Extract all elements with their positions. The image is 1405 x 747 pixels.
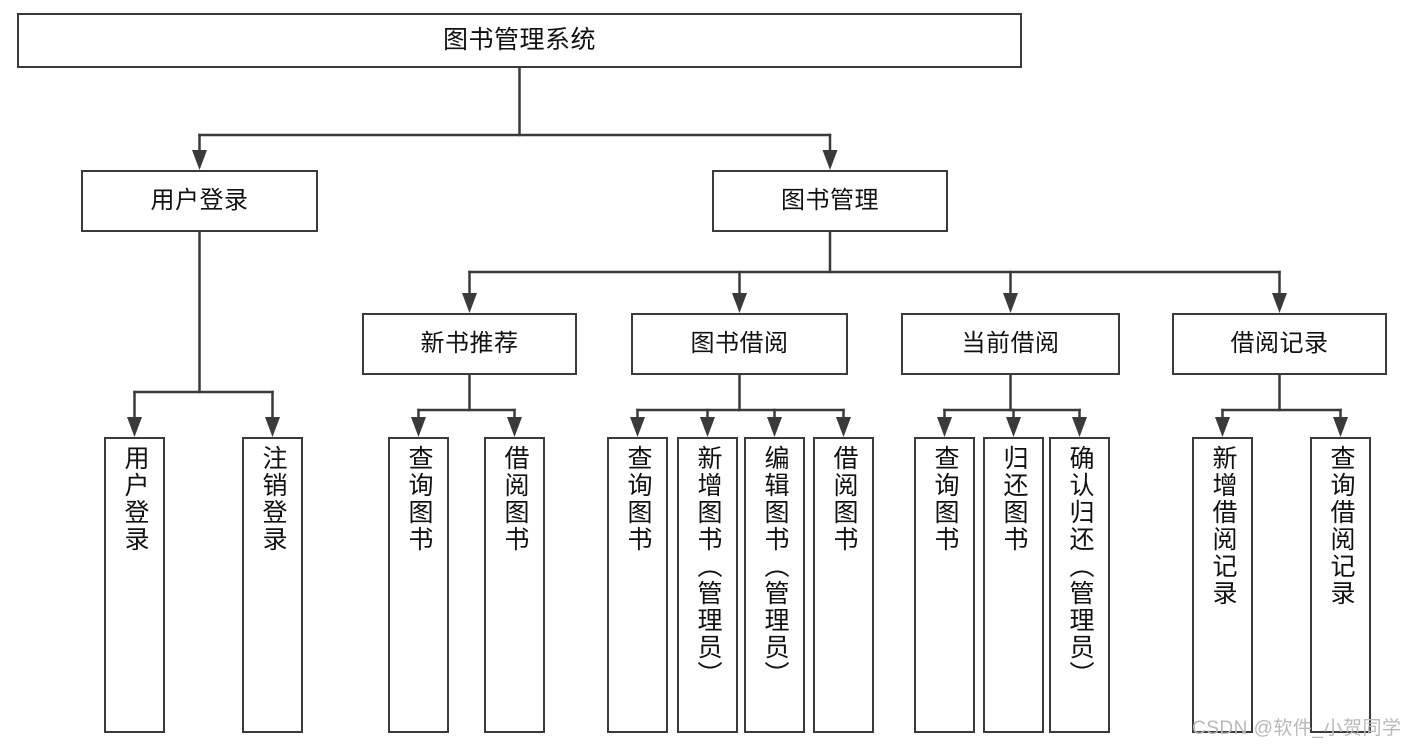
node-leaf-add-record[interactable]: 新增借阅记录 xyxy=(1192,437,1253,733)
arrow-head-icon xyxy=(462,293,477,313)
node-label: 注销登录 xyxy=(259,445,287,553)
node-book-manage[interactable]: 图书管理 xyxy=(712,170,948,232)
arrow-head-icon xyxy=(1003,293,1018,313)
node-leaf-confirm-return[interactable]: 确认归还（管理员） xyxy=(1049,437,1110,733)
arrow-head-icon xyxy=(822,150,838,170)
node-leaf-query-book-3[interactable]: 查询图书 xyxy=(914,437,975,733)
arrow-head-icon xyxy=(700,417,715,437)
node-label: 图书借阅 xyxy=(690,329,789,357)
node-leaf-return-book[interactable]: 归还图书 xyxy=(983,437,1044,733)
node-current-borrow[interactable]: 当前借阅 xyxy=(901,313,1120,375)
node-label: 编辑图书（管理员） xyxy=(761,445,789,688)
node-leaf-borrow-book-2[interactable]: 借阅图书 xyxy=(813,437,874,733)
node-label: 用户登录 xyxy=(121,445,149,553)
arrow-head-icon xyxy=(507,417,522,437)
node-label: 图书管理系统 xyxy=(442,25,596,54)
node-label: 当前借阅 xyxy=(961,329,1060,357)
watermark-text: CSDN @软件_小贺同学 xyxy=(1192,718,1402,739)
node-borrow-record[interactable]: 借阅记录 xyxy=(1172,313,1387,375)
node-label: 用户登录 xyxy=(150,186,249,214)
arrow-head-icon xyxy=(127,417,142,437)
node-user-login[interactable]: 用户登录 xyxy=(81,170,318,232)
arrow-head-icon xyxy=(1006,417,1021,437)
arrow-head-icon xyxy=(411,417,426,437)
arrow-head-icon xyxy=(836,417,851,437)
node-label: 新增借阅记录 xyxy=(1209,445,1237,607)
node-leaf-user-logout[interactable]: 注销登录 xyxy=(242,437,303,733)
arrow-head-icon xyxy=(732,293,747,313)
node-leaf-user-login[interactable]: 用户登录 xyxy=(104,437,165,733)
node-leaf-edit-book[interactable]: 编辑图书（管理员） xyxy=(744,437,805,733)
node-label: 借阅记录 xyxy=(1230,329,1329,357)
node-leaf-query-record[interactable]: 查询借阅记录 xyxy=(1310,437,1371,733)
node-leaf-query-book-2[interactable]: 查询图书 xyxy=(607,437,668,733)
node-leaf-borrow-book-1[interactable]: 借阅图书 xyxy=(484,437,545,733)
arrow-head-icon xyxy=(265,417,280,437)
node-label: 新增图书（管理员） xyxy=(694,445,722,688)
node-label: 查询图书 xyxy=(405,445,433,553)
node-label: 查询图书 xyxy=(931,445,959,553)
node-label: 确认归还（管理员） xyxy=(1066,445,1094,688)
node-label: 查询图书 xyxy=(624,445,652,553)
node-root[interactable]: 图书管理系统 xyxy=(17,13,1022,68)
node-book-borrow[interactable]: 图书借阅 xyxy=(631,313,848,375)
arrow-head-icon xyxy=(1072,417,1087,437)
node-label: 图书管理 xyxy=(781,186,879,214)
node-label: 查询借阅记录 xyxy=(1327,445,1355,607)
node-leaf-add-book[interactable]: 新增图书（管理员） xyxy=(677,437,738,733)
arrow-head-icon xyxy=(1272,293,1287,313)
arrow-head-icon xyxy=(767,417,782,437)
node-label: 借阅图书 xyxy=(501,445,529,553)
node-label: 归还图书 xyxy=(1000,445,1028,553)
node-label: 新书推荐 xyxy=(420,329,519,357)
node-new-book-rec[interactable]: 新书推荐 xyxy=(362,313,577,375)
arrow-head-icon xyxy=(192,150,207,170)
node-leaf-query-book-1[interactable]: 查询图书 xyxy=(388,437,449,733)
arrow-head-icon xyxy=(1215,417,1230,437)
node-label: 借阅图书 xyxy=(830,445,858,553)
arrow-head-icon xyxy=(937,417,952,437)
arrow-head-icon xyxy=(630,417,645,437)
arrow-head-icon xyxy=(1333,417,1348,437)
